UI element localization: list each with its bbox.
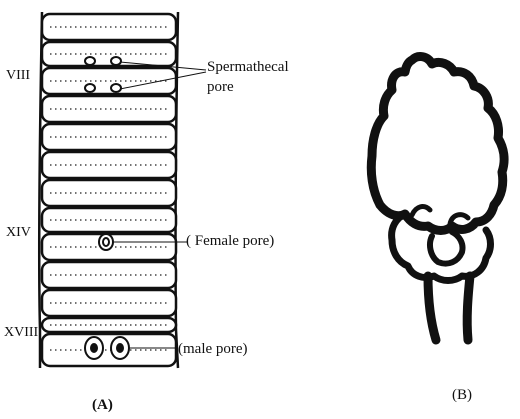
male-pore-label: (male pore) bbox=[178, 340, 248, 358]
segment-label-viii: VIII bbox=[6, 67, 30, 85]
female-pore-label: ( Female pore) bbox=[186, 232, 274, 250]
segment-label-xviii: XVIII bbox=[4, 324, 38, 342]
spermathecal-pore-label-line2: pore bbox=[207, 78, 234, 96]
spermathecal-pore-left-lower bbox=[85, 84, 95, 92]
spermathecal-pore-right-lower bbox=[111, 84, 121, 92]
caption-a: (A) bbox=[92, 397, 113, 414]
spermathecal-pore-left-upper bbox=[85, 57, 95, 65]
spermatheca-figure bbox=[371, 57, 504, 340]
spermathecal-pore-right-upper bbox=[111, 57, 121, 65]
body-segments bbox=[42, 14, 176, 366]
spermathecal-pore-label-line1: Spermathecal bbox=[207, 58, 289, 76]
segment-label-xiv: XIV bbox=[6, 224, 31, 242]
caption-b: (B) bbox=[452, 387, 472, 404]
female-pore bbox=[99, 234, 113, 250]
